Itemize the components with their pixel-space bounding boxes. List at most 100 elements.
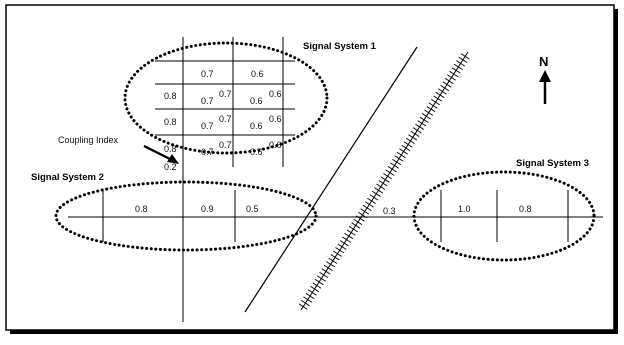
diagonal-road: [244, 46, 418, 313]
rail-tie: [405, 137, 415, 144]
rail-tie: [346, 229, 356, 236]
value-label: 0.6: [251, 69, 264, 79]
value-label: 1.0: [458, 204, 471, 214]
coupling-value: 0.3: [383, 206, 396, 216]
rail-tie: [321, 268, 331, 275]
rail-tie: [362, 204, 372, 211]
rail-tie: [355, 215, 365, 222]
value-label: 0.7: [201, 147, 214, 157]
rail-tie: [298, 303, 308, 310]
rail-tie: [394, 155, 404, 162]
value-label: 0.7: [201, 69, 214, 79]
rail-tie: [428, 102, 438, 109]
rail-tie: [342, 236, 351, 243]
rail-tie: [415, 123, 425, 130]
rail-tie: [433, 95, 443, 102]
value-label: 0.7: [219, 140, 232, 150]
rail-tie: [412, 127, 422, 134]
rail-tie: [323, 264, 333, 271]
value-label: 0.8: [164, 117, 177, 127]
value-label: 0.7: [219, 114, 232, 124]
rail-tie: [440, 84, 450, 92]
rail-tie: [437, 88, 447, 95]
rail-tie: [426, 106, 436, 113]
coupling-arrow-shaft: [143, 145, 173, 161]
rail-tie: [328, 257, 338, 264]
coupling-arrow-icon: [167, 154, 179, 164]
value-label: 0.7: [201, 96, 214, 106]
value-label: 0.6: [269, 140, 282, 150]
rail-tie: [424, 109, 434, 116]
system3-cross-streets: [440, 190, 569, 242]
rail-tie: [460, 53, 470, 60]
rail-tie: [353, 218, 363, 226]
north-arrow-icon: [539, 70, 551, 82]
rail-tie: [447, 74, 456, 81]
value-label: 0.6: [269, 89, 282, 99]
value-label: 0.8: [519, 204, 532, 214]
rail-tie: [310, 285, 320, 293]
rail-tie: [312, 282, 322, 289]
rail-tie: [364, 201, 374, 208]
rail-tie: [453, 63, 463, 70]
rail-tie: [305, 292, 315, 300]
rail-tie: [326, 261, 336, 268]
rail-tie: [380, 176, 390, 183]
rail-tie: [385, 169, 395, 176]
rail-tie: [396, 151, 406, 159]
rail-tie: [403, 141, 413, 148]
rail-tie: [344, 233, 354, 240]
rail-tie: [421, 113, 431, 120]
railroad-ties: [298, 53, 470, 310]
value-label: 0.8: [164, 144, 177, 154]
rail-tie: [371, 190, 381, 197]
rail-tie: [319, 271, 329, 278]
value-label: 0.6: [269, 114, 282, 124]
rail-tie: [408, 134, 418, 141]
rail-tie: [417, 120, 427, 127]
value-label: 0.7: [201, 121, 214, 131]
diagram-frame: [5, 4, 615, 331]
rail-tie: [367, 197, 377, 204]
system1-boundary: [123, 41, 329, 155]
value-label: 0.9: [201, 204, 214, 214]
rail-tie: [374, 187, 383, 194]
value-label: 0.8: [164, 91, 177, 101]
rail-tie: [303, 296, 313, 303]
rail-tie: [376, 183, 386, 190]
value-label: 0.7: [219, 89, 232, 99]
rail-tie: [348, 226, 358, 233]
value-label: 0.8: [135, 204, 148, 214]
rail-tie: [451, 67, 461, 74]
coupling-value: 0.2: [164, 162, 177, 172]
value-label: 0.6: [250, 96, 263, 106]
system3-title: Signal System 3: [516, 158, 589, 169]
rail-tie: [410, 130, 420, 137]
rail-tie: [316, 275, 326, 282]
rail-tie: [456, 60, 466, 67]
system1-grid: [155, 37, 295, 322]
system2-cross-streets: [102, 190, 236, 242]
north-label: N: [539, 54, 548, 69]
rail-tie: [399, 148, 409, 155]
rail-tie: [392, 159, 402, 166]
system2-boundary: [54, 180, 318, 252]
rail-tie: [383, 173, 393, 180]
system2-title: Signal System 2: [31, 172, 104, 183]
value-label: 0.6: [250, 147, 263, 157]
rail-tie: [378, 180, 388, 187]
rail-tie: [339, 240, 349, 247]
rail-tie: [401, 144, 411, 152]
rail-tie: [431, 99, 440, 106]
value-label: 0.5: [246, 204, 259, 214]
rail-tie: [307, 289, 317, 296]
rail-tie: [419, 116, 429, 123]
system1-values: 0.7 0.6 0.8 0.7 0.7 0.6 0.6 0.8 0.7 0.7 …: [164, 69, 282, 157]
rail-tie: [442, 81, 452, 88]
value-label: 0.6: [250, 121, 263, 131]
rail-tie: [314, 278, 324, 286]
rail-tie: [337, 243, 347, 250]
rail-tie: [390, 162, 399, 169]
